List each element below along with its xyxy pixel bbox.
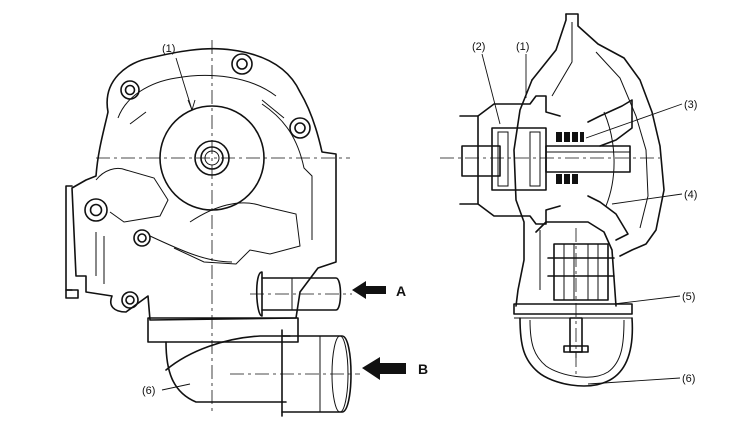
label-left-1: (1): [162, 43, 175, 55]
left-pump-view: [65, 40, 360, 417]
flow-arrow-b: [362, 357, 406, 380]
label-left-6: (6): [142, 385, 155, 397]
right-section-view: [440, 13, 683, 387]
label-right-5: (5): [682, 291, 695, 303]
flow-arrow-a: [352, 281, 386, 299]
label-right-4: (4): [684, 189, 697, 201]
seal-hatch: [556, 132, 584, 184]
label-right-6: (6): [682, 373, 695, 385]
label-right-2: (2): [472, 41, 485, 53]
label-right-1: (1): [516, 41, 529, 53]
label-right-3: (3): [684, 99, 697, 111]
label-arrow-a: A: [396, 283, 406, 299]
label-arrow-b: B: [418, 361, 428, 377]
